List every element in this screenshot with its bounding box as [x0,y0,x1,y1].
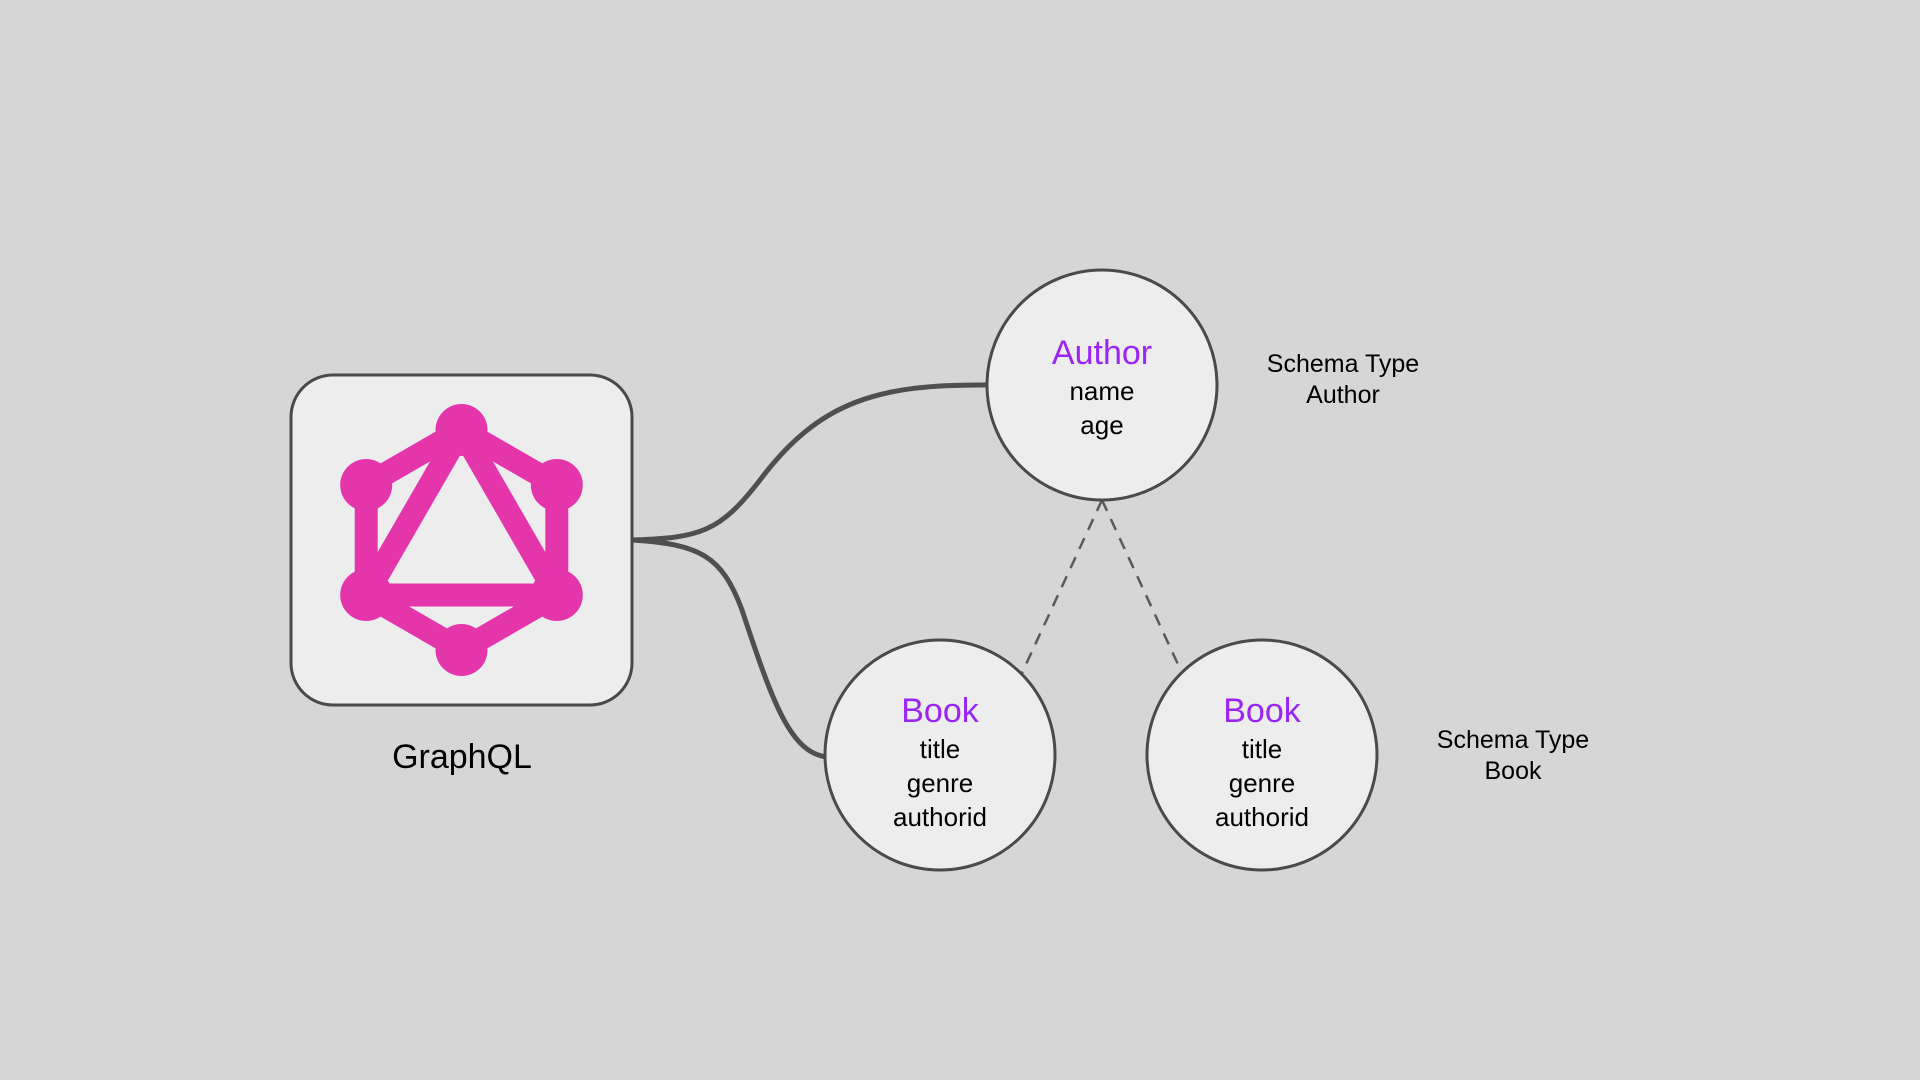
book-node-1-field-title: title [920,734,960,764]
book-node-1-field-authorid: authorid [893,802,987,832]
schema-type-author-label: Schema Type Author [1267,350,1419,409]
book-node-1-field-genre: genre [907,768,974,798]
schema-type-book-line-1: Schema Type [1437,726,1589,754]
graphql-node-lower-right [530,569,583,621]
author-node[interactable]: Author name age [985,268,1219,502]
graphql-logo-caption: GraphQL [392,738,532,776]
schema-type-author-line-2: Author [1306,381,1380,409]
graphql-node-upper-left [340,459,393,511]
book-node-2[interactable]: Book title genre authorid [1145,638,1379,872]
book-node-2-field-genre: genre [1229,768,1296,798]
graphql-node-bottom [435,624,488,676]
graphql-logo-card[interactable]: GraphQL [289,373,634,776]
author-node-circle [985,268,1219,502]
edge-author-to-book-1 [1020,499,1104,674]
edges-layer [629,382,1184,760]
book-node-2-type-name: Book [1223,692,1301,730]
graphql-node-lower-left [340,569,393,621]
edge-graphql-to-author [629,382,991,543]
book-node-1[interactable]: Book title genre authorid [823,638,1057,872]
graphql-logo-box [289,373,634,707]
edge-graphql-to-book-1 [629,537,831,760]
book-node-2-field-authorid: authorid [1215,802,1309,832]
book-node-1-type-name: Book [901,692,979,730]
edge-author-to-book-2 [1100,499,1184,674]
author-node-field-age: age [1080,410,1123,440]
book-node-1-circle [823,638,1057,872]
graphql-node-upper-right [530,459,583,511]
graphql-node-top [435,404,488,456]
author-node-field-name: name [1069,376,1134,406]
author-node-type-name: Author [1052,334,1152,372]
schema-type-book-line-2: Book [1485,757,1542,785]
graphql-logo-nodes [340,404,583,676]
book-node-2-circle [1145,638,1379,872]
schema-type-book-label: Schema Type Book [1437,726,1589,785]
schema-type-author-line-1: Schema Type [1267,350,1419,378]
book-node-2-field-title: title [1242,734,1282,764]
